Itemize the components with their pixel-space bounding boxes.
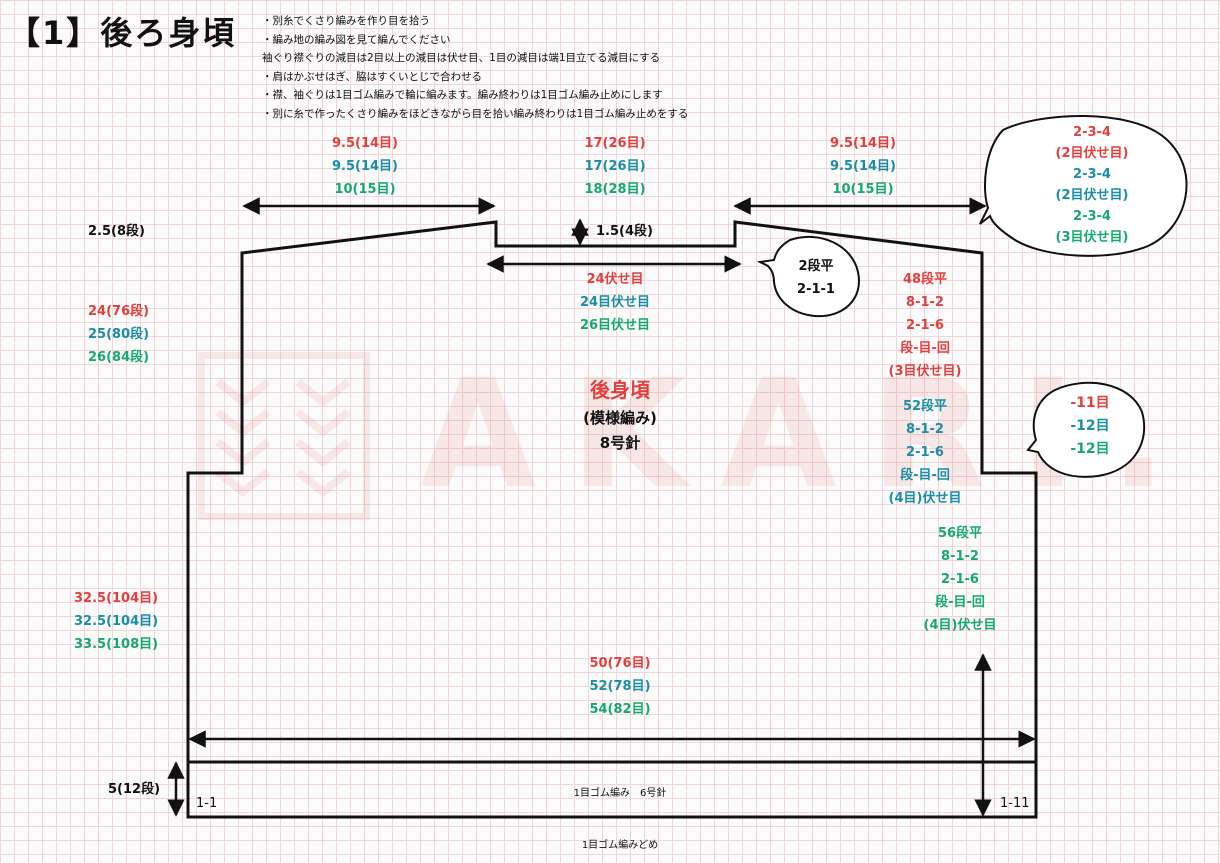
neck-depth-label: 1.5(4段) bbox=[596, 224, 653, 239]
center-label: 後身頃 (模様編み) 8号針 bbox=[540, 374, 700, 453]
note-line: ・別に糸で作ったくさり編みをほどきながら目を拾い編み終わりは1目ゴム編み止めをす… bbox=[262, 107, 689, 120]
page-title: 【1】後ろ身頃 bbox=[8, 14, 237, 52]
bottom-note: 1目ゴム編みどめ bbox=[581, 840, 659, 851]
bubble-neck-text: 2段平 2-1-1 bbox=[797, 259, 835, 297]
note-line: 袖ぐり襟ぐりの減目は2目以上の減目は伏せ目、1目の減目は端1目立てる減目にする bbox=[262, 52, 661, 64]
armhole-blue-label: 52段平 8-1-2 2-1-6 段-目-回 (4目)伏せ目 bbox=[888, 399, 962, 506]
bubble-shoulder-shape bbox=[979, 115, 1188, 257]
note-line: ・肩はかぶせはぎ、脇はすくいとじで合わせる bbox=[262, 70, 482, 83]
shoulder-right-label: 9.5(14目) 9.5(14目) 10(15目) bbox=[829, 136, 896, 197]
shoulder-left-label: 9.5(14目) 9.5(14目) 10(15目) bbox=[331, 136, 398, 197]
neck-top-label: 17(26目) 17(26目) 18(28目) bbox=[584, 136, 646, 197]
piece-name: 後身頃 bbox=[590, 378, 650, 402]
bubble-armhole-shape bbox=[1026, 381, 1146, 478]
bubble-shoulder-text: 2-3-4 (2目伏せ目) 2-3-4 (2目伏せ目) 2-3-4 (3目伏せ目… bbox=[1055, 125, 1129, 245]
armhole-green-label: 56段平 8-1-2 2-1-6 段-目-回 (4目)伏せ目 bbox=[923, 526, 997, 633]
note-line: ・編み地の編み図を見て編んでください bbox=[262, 33, 451, 46]
shoulder-drop-label: 2.5(8段) bbox=[88, 224, 145, 239]
ribbing-outline bbox=[186, 760, 1038, 819]
stitch-pattern: (模様編み) bbox=[583, 409, 657, 427]
bubble-armhole-text: -11目 -12目 -12目 bbox=[1070, 395, 1110, 457]
rib-height-label: 5(12段) bbox=[108, 782, 161, 797]
back-body-outline bbox=[186, 220, 1038, 762]
armhole-red-label: 48段平 8-1-2 2-1-6 段-目-回 (3目伏せ目) bbox=[888, 272, 962, 379]
armhole-height-label: 24(76段) 25(80段) 26(84段) bbox=[88, 304, 150, 365]
note-line: ・別糸でくさり編みを作り目を拾う bbox=[262, 15, 430, 27]
bubble-neck-shape bbox=[756, 235, 860, 318]
neck-bindoff-label: 24伏せ目 24目伏せ目 26目伏せ目 bbox=[579, 272, 651, 333]
rib-right-label: 1-11 bbox=[1000, 796, 1030, 811]
instruction-notes: ・別糸でくさり編みを作り目を拾う ・編み地の編み図を見て編んでください 袖ぐり襟… bbox=[262, 12, 688, 123]
note-line: ・襟、袖ぐりは1目ゴム編みで輪に編みます。編み終わりは1目ゴム編み止めにします bbox=[262, 89, 663, 101]
rib-left-label: 1-1 bbox=[196, 796, 218, 811]
body-length-label: 32.5(104目) 32.5(104目) 33.5(108目) bbox=[74, 591, 159, 652]
needle-size: 8号針 bbox=[599, 434, 641, 452]
width-label: 50(76目) 52(78目) 54(82目) bbox=[589, 656, 651, 717]
rib-label: 1目ゴム編み 6号針 bbox=[573, 788, 667, 799]
